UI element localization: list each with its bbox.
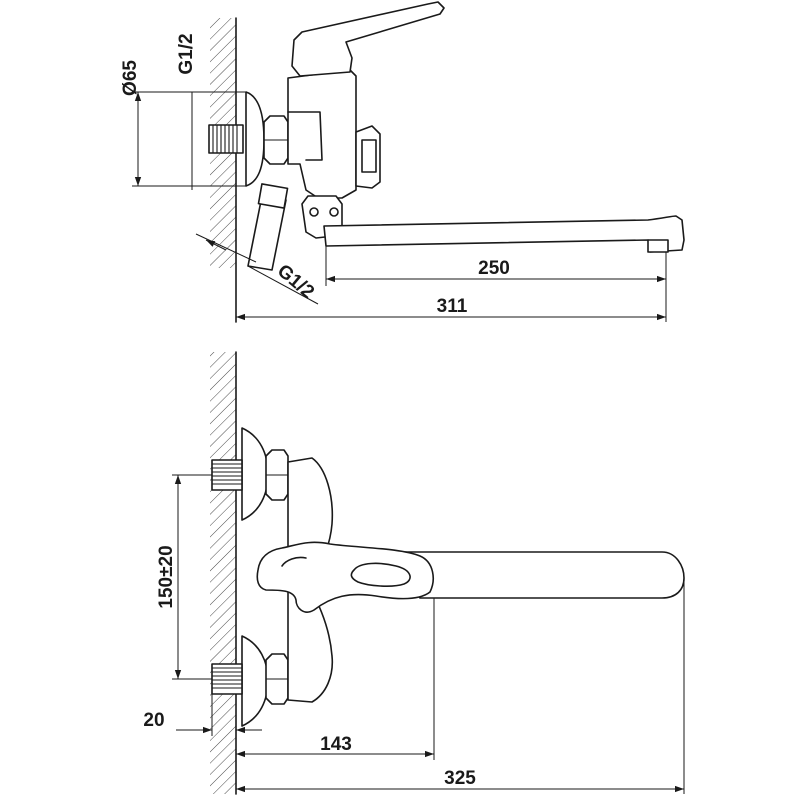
wall-hatching-bottom (210, 352, 236, 794)
label-body-reach: 143 (320, 734, 352, 755)
lever-handle-plan (256, 541, 434, 613)
inlet-thread-top (208, 124, 244, 154)
label-inlet-thread: G1/2 (176, 33, 197, 74)
upper-flange (241, 427, 269, 521)
label-center-distance: 150±20 (156, 545, 177, 608)
label-inlet-offset: 20 (143, 710, 164, 731)
lever-grip-cutout (350, 562, 411, 587)
label-overall-reach: 311 (437, 296, 468, 317)
label-flange-diameter: Ø65 (120, 60, 141, 96)
spout-top (323, 215, 685, 253)
plan-view: 150±20 20 143 325 (143, 351, 685, 795)
label-spout-length: 250 (478, 258, 510, 279)
lever-handle-top (291, 1, 445, 77)
label-total-length: 325 (444, 768, 476, 789)
lower-inlet-thread (211, 663, 243, 695)
dim-line-outlet-thread (205, 239, 227, 251)
lower-thread-lines (212, 667, 242, 689)
aerator-top (647, 239, 669, 253)
inlet-thread-lines-top (212, 125, 238, 153)
upper-thread-lines (212, 463, 242, 485)
side-view: Ø65 G1/2 G1/2 250 311 (120, 1, 685, 323)
label-outlet-thread: G1/2 (273, 261, 318, 304)
spout-plan (399, 551, 685, 599)
wall-flange-top (245, 91, 265, 187)
mixer-body-top (287, 69, 357, 199)
lower-flange (241, 635, 269, 727)
upper-inlet-thread (211, 459, 243, 491)
